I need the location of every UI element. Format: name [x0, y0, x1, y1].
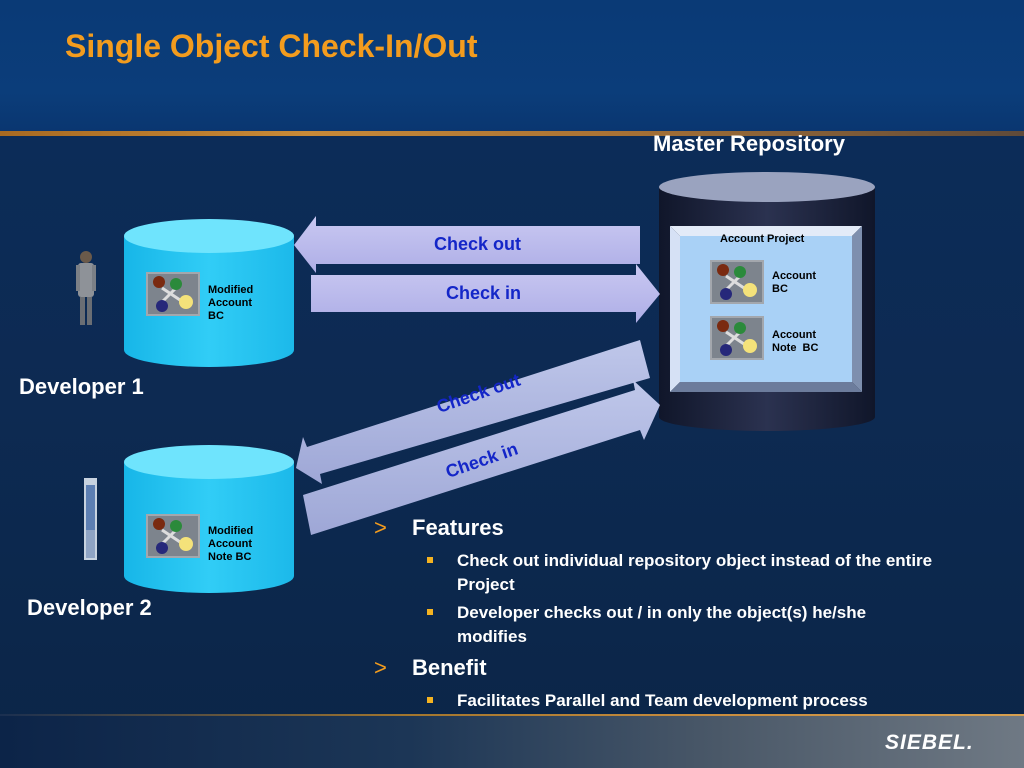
repo-item-line: BC [772, 283, 788, 295]
developer2-object-label: Modified Account Note BC [208, 525, 253, 564]
bullet-marker: > [374, 515, 387, 540]
benefit-item-text: Facilitates Parallel and Team developmen… [457, 691, 868, 710]
account-project-label: Account Project [720, 233, 805, 245]
object-label-line: Account [208, 538, 252, 550]
developer1-person-icon [76, 251, 96, 325]
footer-band [0, 716, 1024, 768]
dev1-check-in-arrow [311, 264, 660, 323]
header-rule [0, 131, 1024, 136]
object-label-line: Note BC [208, 551, 252, 563]
features-item: Developer checks out / in only the objec… [370, 601, 937, 649]
features-item-text: Developer checks out / in only the objec… [457, 603, 867, 646]
object-label-line: Modified [208, 284, 254, 296]
dev1-check-out-arrow [294, 216, 640, 273]
dev1-check-in-label: Check in [446, 283, 522, 303]
repo-item-account-note-bc: Account Note BC [772, 329, 818, 355]
square-bullet-icon [427, 609, 433, 615]
object-label-line: Modified [208, 525, 254, 537]
features-item-text: Check out individual repository object i… [457, 551, 933, 594]
repo-item-line: Account [772, 270, 816, 282]
repo-item-account-bc: Account BC [772, 270, 816, 296]
features-item: Check out individual repository object i… [370, 549, 937, 597]
object-label-line: BC [208, 310, 224, 322]
object-label-line: Account [208, 297, 252, 309]
object-icon [710, 260, 764, 304]
benefit-item: Facilitates Parallel and Team developmen… [370, 689, 1017, 713]
bullet-marker: > [374, 655, 387, 680]
object-icon [710, 316, 764, 360]
square-bullet-icon [427, 697, 433, 703]
square-bullet-icon [427, 557, 433, 563]
dev2-check-in-arrow [303, 380, 660, 535]
footer-rule [0, 714, 1024, 717]
developer1-cylinder [124, 219, 294, 367]
features-heading-text: Features [412, 515, 504, 540]
benefit-heading: > Benefit [370, 655, 970, 681]
benefit-heading-text: Benefit [412, 655, 487, 680]
features-heading: > Features [370, 515, 970, 541]
master-repository-label: Master Repository [653, 131, 845, 156]
slide-title: Single Object Check-In/Out [65, 28, 478, 64]
header-band [0, 0, 1024, 132]
object-icon [146, 272, 200, 316]
developer2-cylinder [124, 445, 294, 593]
developer1-label: Developer 1 [19, 374, 144, 399]
dev2-check-out-arrow [296, 340, 650, 484]
siebel-logo: SIEBEL. [885, 731, 974, 754]
repo-item-line: Account [772, 329, 816, 341]
developer2-person-icon [84, 478, 97, 560]
object-icon [146, 514, 200, 558]
bullet-list: > Features Check out individual reposito… [370, 515, 970, 717]
account-project-panel [670, 226, 862, 392]
developer1-object-label: Modified Account BC [208, 284, 253, 323]
developer2-label: Developer 2 [27, 595, 152, 620]
dev1-check-out-label: Check out [434, 234, 522, 254]
repo-item-line: Note BC [772, 342, 819, 354]
